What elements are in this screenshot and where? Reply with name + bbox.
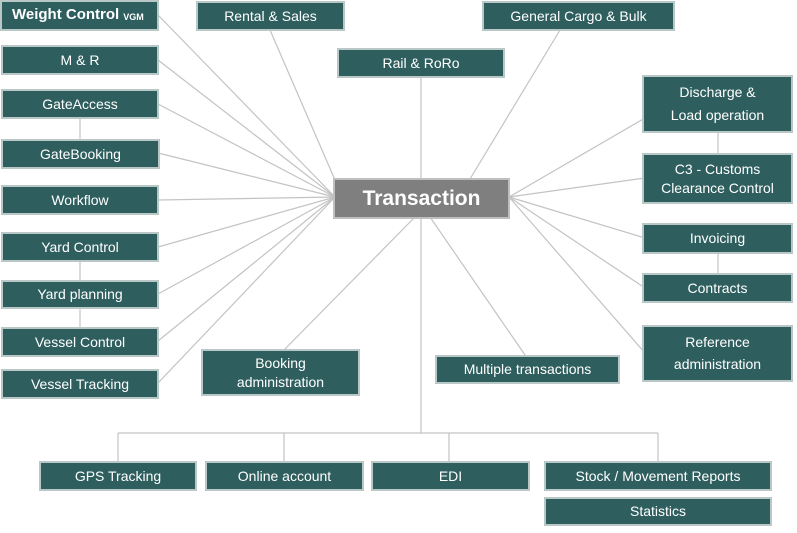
connector-yard-control (157, 196, 336, 248)
vessel-control-label: Vessel Control (34, 333, 126, 350)
connector-weight-control (157, 14, 336, 198)
node-rail-roro[interactable]: Rail & RoRo (337, 48, 505, 78)
reference-admin-line2: administration (673, 356, 762, 373)
node-online-account[interactable]: Online account (205, 461, 364, 491)
vessel-tracking-label: Vessel Tracking (30, 375, 130, 392)
connector-discharge-load (508, 117, 646, 198)
booking-admin-line2: administration (236, 373, 325, 390)
online-account-label: Online account (237, 467, 332, 484)
node-reference-admin[interactable]: Reference administration (642, 325, 793, 382)
c3-customs-line2: Clearance Control (661, 179, 774, 196)
rental-sales-label: Rental & Sales (224, 7, 317, 24)
weight-control-sub-label: VGM (123, 11, 144, 22)
multiple-transactions-label: Multiple transactions (463, 361, 592, 378)
gps-tracking-label: GPS Tracking (74, 467, 162, 484)
discharge-load-line2: Load operation (670, 107, 765, 124)
connector-rental-sales (269, 29, 336, 181)
connector-workflow (157, 196, 336, 201)
yard-control-label: Yard Control (41, 238, 119, 255)
node-gate-booking[interactable]: GateBooking (1, 139, 160, 169)
node-rental-sales[interactable]: Rental & Sales (196, 1, 345, 31)
node-invoicing[interactable]: Invoicing (642, 223, 793, 254)
node-vessel-control[interactable]: Vessel Control (1, 327, 159, 357)
invoicing-label: Invoicing (689, 230, 746, 247)
gate-access-label: GateAccess (42, 95, 118, 112)
node-stock-movement[interactable]: Stock / Movement Reports (544, 461, 772, 491)
node-multiple-transactions[interactable]: Multiple transactions (435, 355, 620, 384)
general-cargo-label: General Cargo & Bulk (510, 7, 647, 24)
connector-booking-admin (284, 216, 416, 350)
node-vessel-tracking[interactable]: Vessel Tracking (1, 369, 159, 399)
gate-booking-label: GateBooking (40, 145, 121, 162)
connector-reference-admin (508, 196, 646, 354)
contracts-label: Contracts (687, 279, 748, 296)
connector-multiple-transactions (429, 216, 526, 356)
connector-m-and-r (157, 59, 336, 198)
connector-vessel-tracking (157, 196, 336, 384)
node-c3-customs[interactable]: C3 - Customs Clearance Control (642, 153, 793, 204)
connector-c3-customs (508, 177, 646, 198)
node-discharge-load[interactable]: Discharge & Load operation (642, 75, 793, 133)
node-booking-admin[interactable]: Booking administration (201, 349, 360, 396)
c3-customs-line1: C3 - Customs (674, 160, 761, 177)
connector-vessel-control (157, 196, 336, 342)
connector-general-cargo (469, 29, 561, 180)
connector-yard-planning (157, 196, 336, 295)
m-and-r-label: M & R (60, 51, 100, 68)
statistics-label: Statistics (629, 503, 686, 520)
workflow-label: Workflow (51, 191, 109, 208)
rail-roro-label: Rail & RoRo (382, 54, 460, 71)
node-workflow[interactable]: Workflow (1, 185, 159, 215)
yard-planning-label: Yard planning (37, 286, 123, 303)
transaction-label: Transaction (362, 186, 481, 210)
connector-contracts (508, 196, 646, 289)
node-gps-tracking[interactable]: GPS Tracking (39, 461, 197, 491)
node-gate-access[interactable]: GateAccess (1, 89, 159, 119)
booking-admin-line1: Booking (255, 354, 306, 371)
node-yard-control[interactable]: Yard Control (1, 232, 159, 262)
node-edi[interactable]: EDI (371, 461, 530, 491)
node-general-cargo[interactable]: General Cargo & Bulk (482, 1, 675, 31)
connector-gate-booking (157, 152, 336, 198)
connector-invoicing (508, 196, 646, 239)
center-node-transaction[interactable]: Transaction (333, 178, 510, 219)
connector-gate-access (157, 103, 336, 198)
edi-label: EDI (438, 467, 463, 484)
reference-admin-line1: Reference (685, 333, 750, 350)
stock-movement-label: Stock / Movement Reports (575, 467, 741, 484)
node-contracts[interactable]: Contracts (642, 273, 793, 303)
weight-control-label: Weight Control (12, 6, 120, 24)
node-yard-planning[interactable]: Yard planning (1, 280, 159, 309)
discharge-load-line1: Discharge & (679, 84, 756, 101)
node-m-and-r[interactable]: M & R (1, 45, 159, 75)
node-statistics[interactable]: Statistics (544, 497, 772, 526)
node-weight-control[interactable]: Weight Control VGM (0, 0, 159, 31)
